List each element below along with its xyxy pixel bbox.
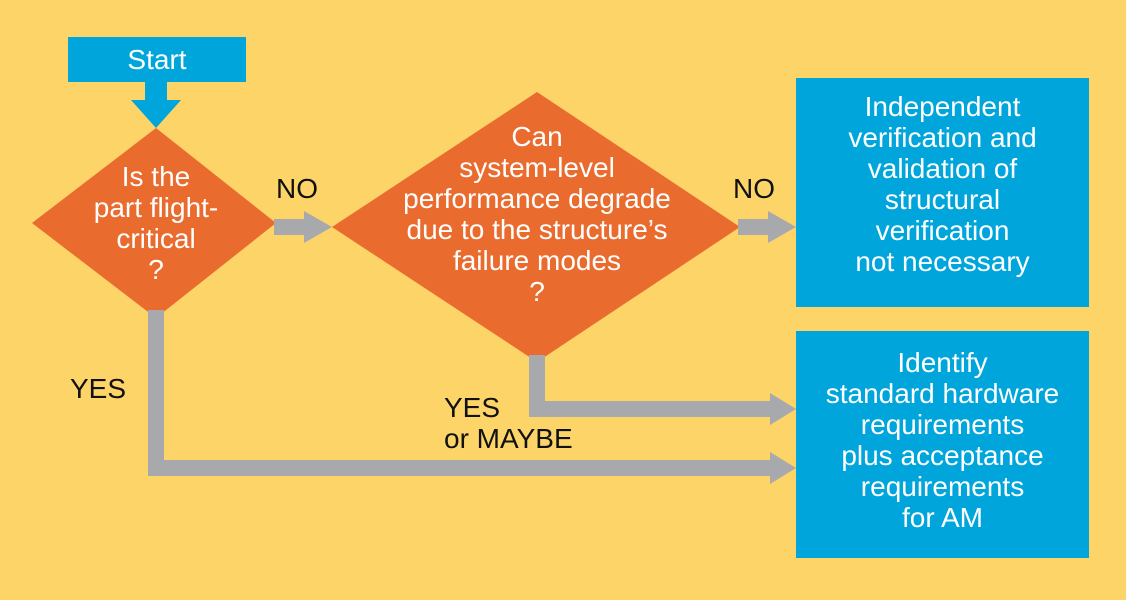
start-arrow-head [131, 100, 181, 128]
terminal-no-verification [796, 78, 1089, 307]
yes-arrow-horizontal [148, 460, 772, 476]
no-arrow-1-shaft [274, 219, 306, 235]
no-arrow-2-head [768, 211, 796, 243]
start-box [68, 37, 246, 82]
edge-label-yes-or-maybe: YES or MAYBE [444, 392, 573, 454]
yes-arrow-head [770, 452, 796, 484]
decision-system-level [332, 92, 740, 362]
system-level-question: Can system-level performance degrade due… [403, 121, 671, 307]
start-arrow-shaft [145, 82, 167, 100]
no-verification-text: Independent verification and validation … [848, 91, 1037, 277]
start-label: Start [127, 44, 187, 75]
edge-label-no-2: NO [733, 173, 775, 204]
no-arrow-2-shaft [738, 219, 770, 235]
decision-flight-critical [32, 128, 276, 318]
identify-requirements-text: Identify standard hardware requirements … [825, 347, 1060, 533]
yes-maybe-arrow-head [770, 393, 796, 425]
terminal-identify-requirements [796, 331, 1089, 558]
yes-arrow-vertical [148, 310, 164, 476]
edge-label-no-1: NO [276, 173, 318, 204]
edge-label-yes: YES [70, 373, 127, 404]
yes-maybe-arrow-horizontal [529, 401, 772, 417]
flight-critical-question: Is the part flight- critical ? [93, 161, 219, 285]
no-arrow-1-head [304, 211, 332, 243]
